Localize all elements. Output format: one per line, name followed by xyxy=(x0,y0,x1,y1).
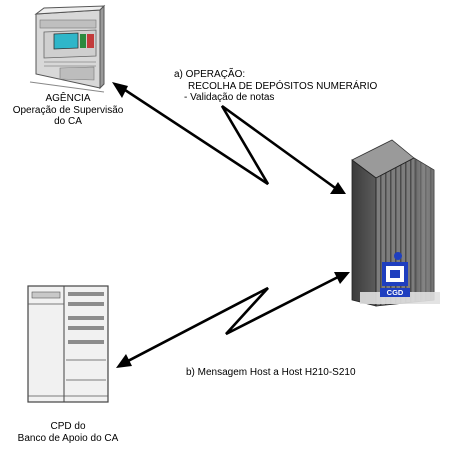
cpd-label: CPD do Banco de Apoio do CA xyxy=(0,421,136,444)
link-agencia-host-arrow xyxy=(112,82,346,194)
cpd-title: CPD do xyxy=(50,421,86,432)
server-cabinet-icon xyxy=(27,285,109,403)
agencia-label: AGÊNCIA Operação de Supervisão do CA xyxy=(4,93,132,128)
building-logo-text: CGD xyxy=(387,288,404,297)
link-cpd-host-arrow xyxy=(116,272,350,368)
atm-machine-icon xyxy=(29,4,106,93)
cpd-subtitle: Banco de Apoio do CA xyxy=(17,432,119,444)
agencia-subtitle: Operação de Supervisão xyxy=(12,104,124,116)
operacao-description: RECOLHA DE DEPÓSITOS NUMERÁRIO xyxy=(188,80,378,92)
operacao-label: a) OPERAÇÃO: RECOLHA DE DEPÓSITOS NUMERÁ… xyxy=(174,69,377,104)
agencia-subtitle-2: do CA xyxy=(54,116,82,127)
agencia-title: AGÊNCIA xyxy=(45,93,91,104)
operacao-header: a) OPERAÇÃO: xyxy=(174,69,246,80)
host-message-text: b) Mensagem Host a Host H210-S210 xyxy=(186,367,356,378)
bank-building-icon xyxy=(351,139,440,307)
operacao-detail: - Validação de notas xyxy=(184,92,275,103)
host-message-label: b) Mensagem Host a Host H210-S210 xyxy=(186,367,356,379)
